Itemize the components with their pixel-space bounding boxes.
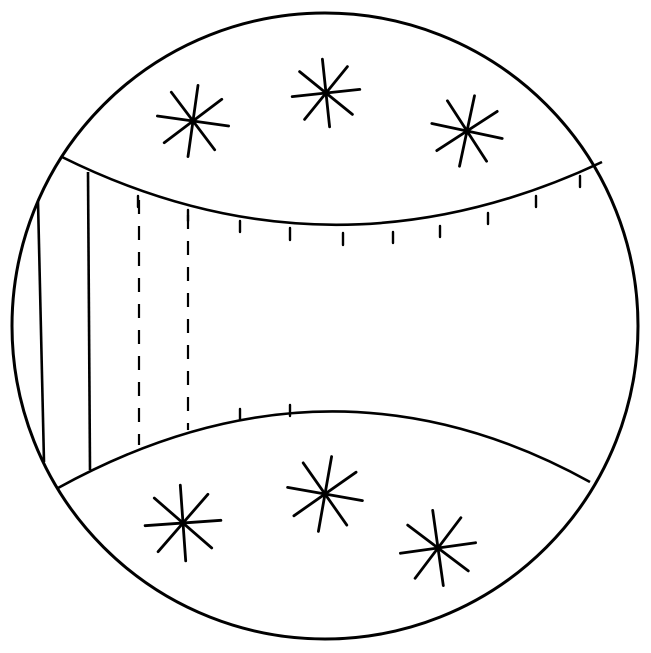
bottom-star-icon: [400, 510, 475, 585]
bottom-star-icon: [145, 485, 221, 561]
star-ray: [164, 99, 222, 142]
outer-circle: [12, 13, 638, 639]
solid-vertical-line: [88, 172, 90, 470]
lower-band-curve: [58, 411, 590, 488]
star-ray: [437, 111, 497, 150]
top-star-icon: [292, 59, 360, 127]
top-star-icon: [157, 85, 228, 156]
star-ray: [415, 518, 461, 579]
top-star-icon: [432, 96, 502, 166]
star-ray: [294, 472, 356, 516]
bottom-star-icon: [288, 457, 363, 532]
upper-band-curve: [62, 157, 602, 225]
solid-vertical-line: [38, 201, 44, 462]
star-ray: [305, 67, 348, 120]
upper-tick-marks: [138, 176, 580, 245]
stars-group: [145, 59, 502, 585]
